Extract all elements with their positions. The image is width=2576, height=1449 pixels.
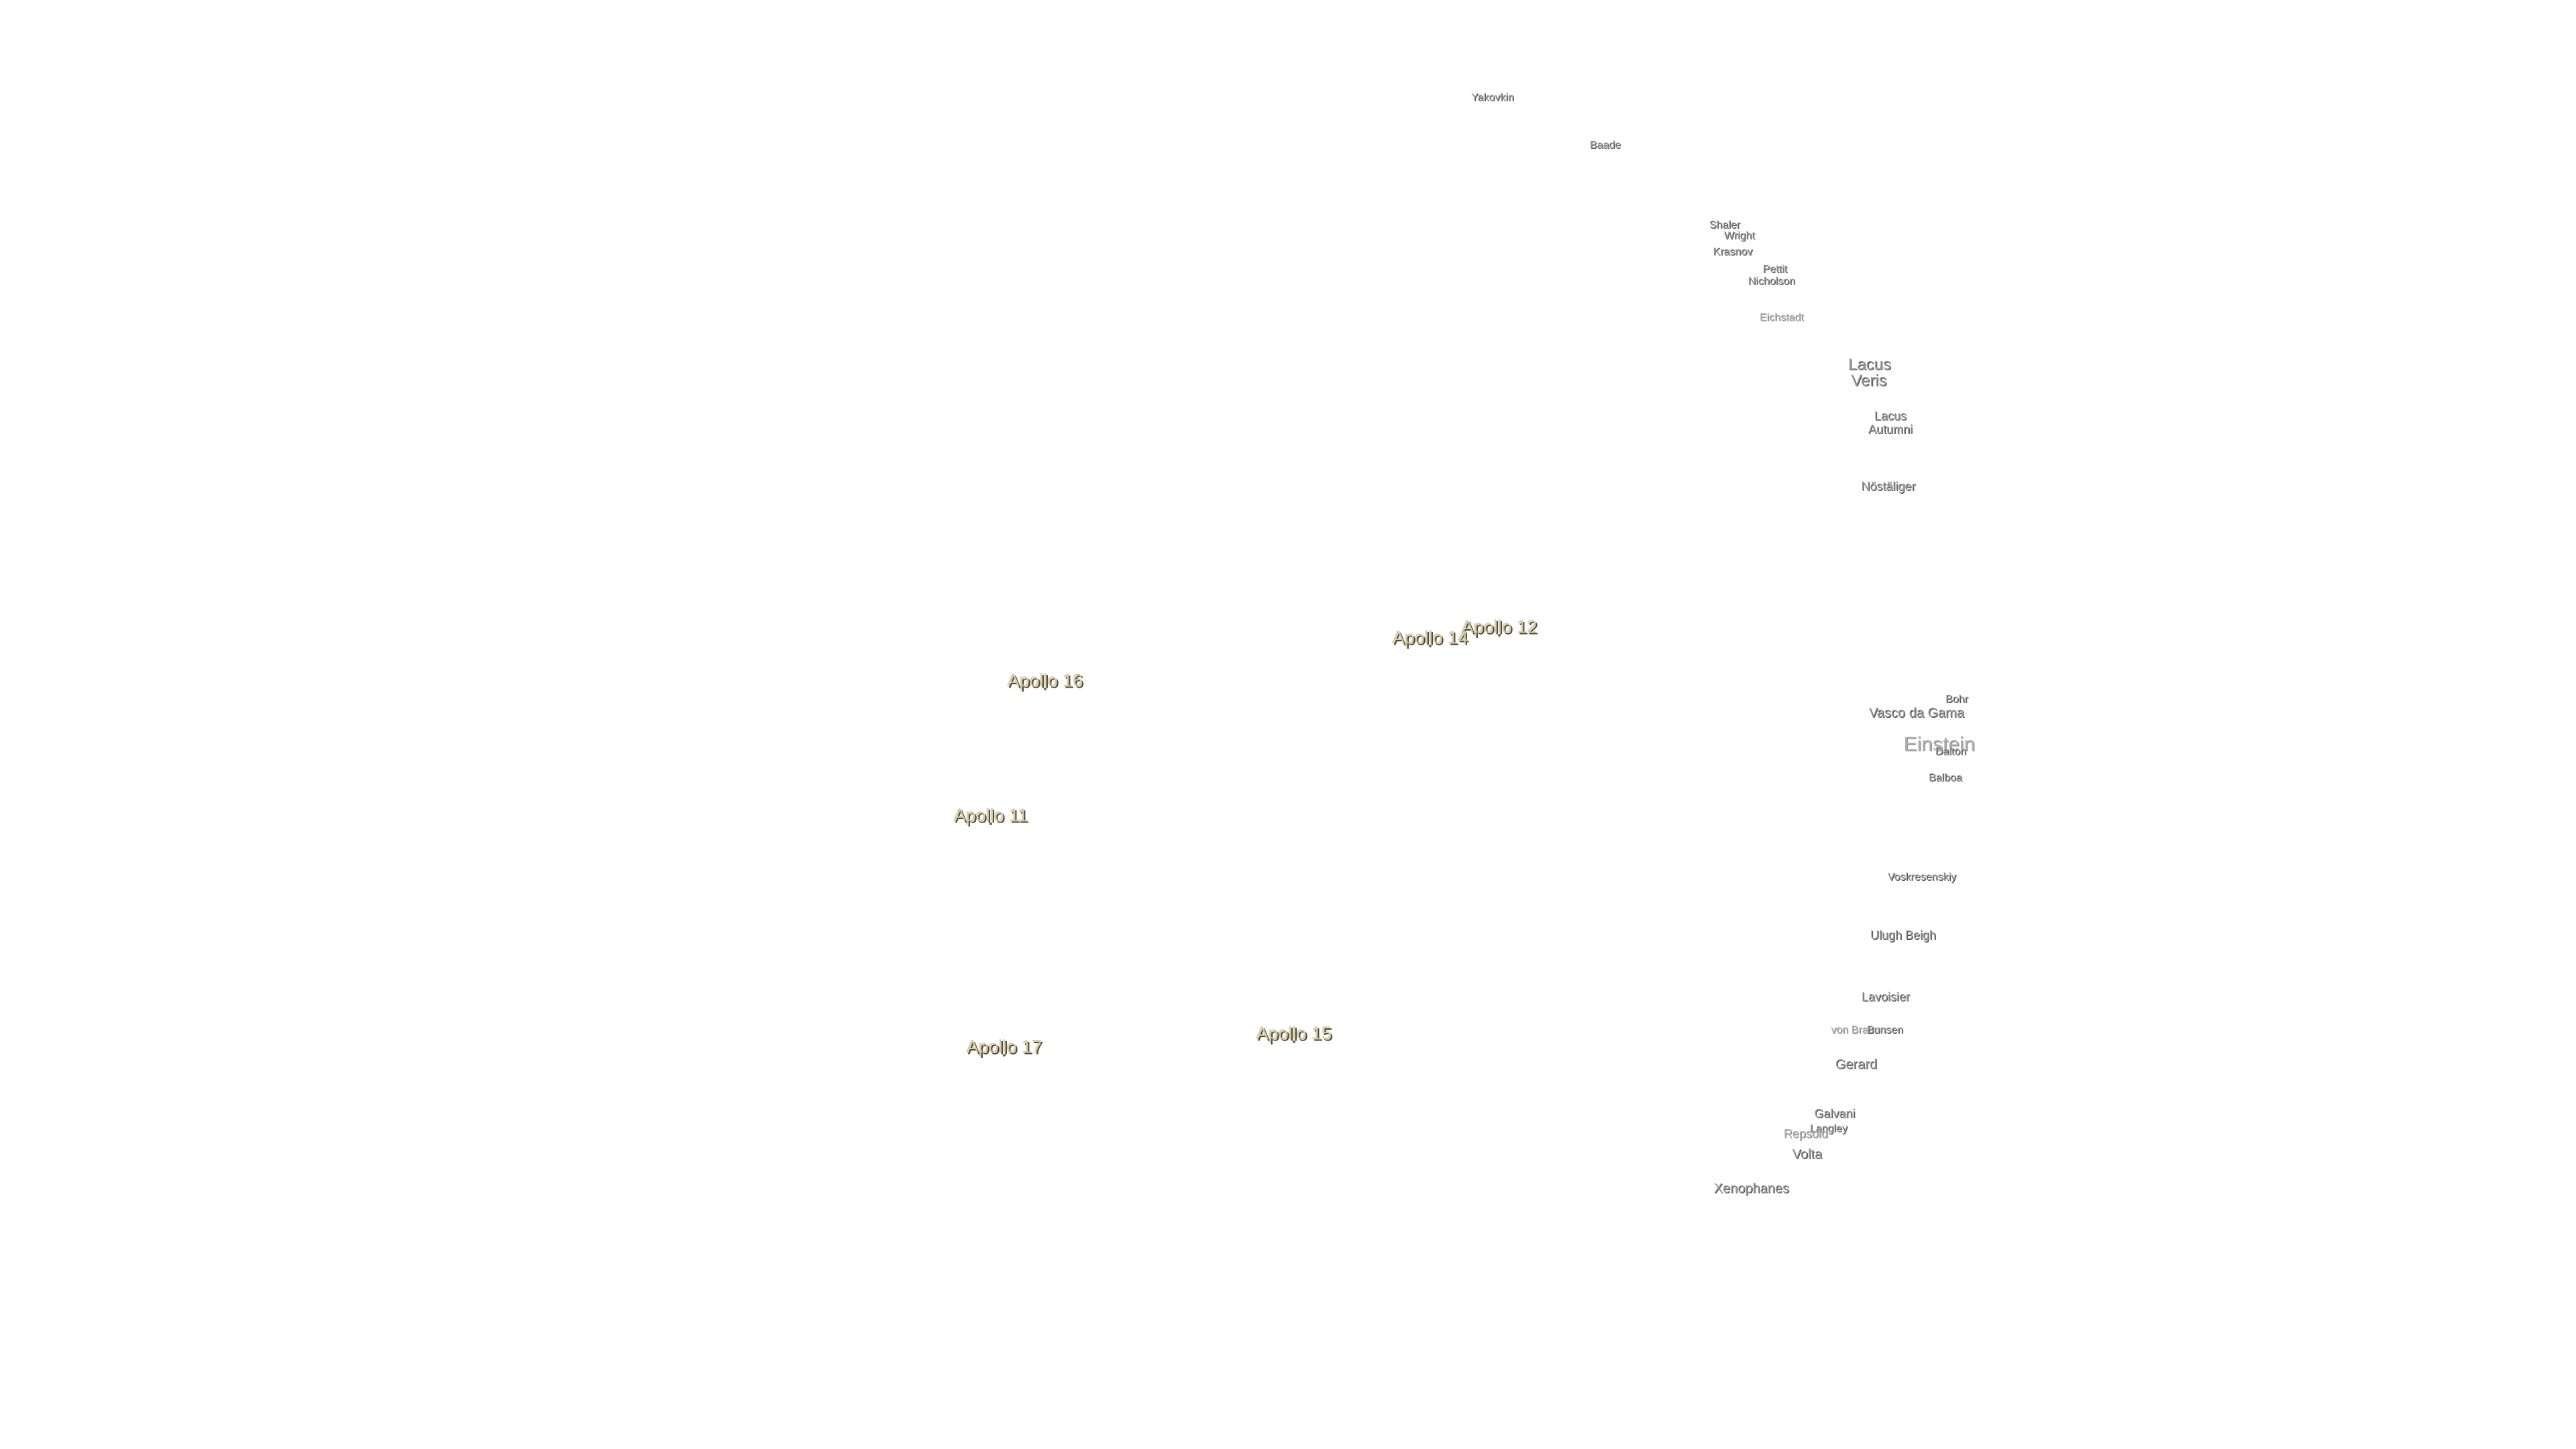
feature-label-ulugh-beigh: Ulugh Beigh <box>1870 928 1937 942</box>
landing-site-marker-apollo-16 <box>1044 688 1046 690</box>
feature-label-pettit: Pettit <box>1762 264 1788 275</box>
feature-label-eichstadt: Eichstadt <box>1760 312 1804 323</box>
feature-label-bohr: Bohr <box>1945 694 1968 705</box>
feature-label-langley: Langley <box>1809 1123 1848 1134</box>
feature-label-xenophanes: Xenophanes <box>1713 1181 1790 1196</box>
feature-label-repsold: Repsold <box>1783 1127 1829 1140</box>
feature-label-dalton: Dalton <box>1935 746 1967 757</box>
feature-label-lacus-autumni-line1: Lacus <box>1874 409 1907 423</box>
landing-site-marker-apollo-15 <box>1293 1040 1295 1043</box>
feature-label-balboa: Balboa <box>1929 772 1962 784</box>
feature-label-lacus-veris-line2: Veris <box>1851 372 1887 390</box>
landing-site-apollo-12[interactable]: Apollo 12 <box>1461 616 1538 637</box>
landing-site-apollo-15[interactable]: Apollo 15 <box>1256 1023 1332 1044</box>
feature-label-einstein: Einstein <box>1903 733 1976 755</box>
landing-site-marker-apollo-11 <box>989 822 992 825</box>
feature-label-nicholson: Nicholson <box>1748 276 1796 287</box>
feature-label-galvani: Galvani <box>1814 1107 1856 1120</box>
landing-site-apollo-17[interactable]: Apollo 17 <box>966 1036 1042 1057</box>
landing-site-marker-apollo-14 <box>1429 645 1432 647</box>
landing-site-marker-apollo-12 <box>1498 634 1501 637</box>
feature-label-gerard: Gerard <box>1835 1057 1878 1072</box>
landing-site-apollo-16[interactable]: Apollo 16 <box>1007 670 1083 691</box>
feature-label-lavoisier: Lavoisier <box>1861 990 1911 1004</box>
feature-label-yakovkin: Yakovkin <box>1471 92 1514 103</box>
feature-label-lacus-veris-line1: Lacus <box>1847 356 1892 374</box>
feature-label-krasnov: Krasnov <box>1713 246 1753 258</box>
feature-label-wright: Wright <box>1724 230 1755 241</box>
landing-site-marker-apollo-17 <box>1003 1054 1006 1057</box>
feature-label-nostaliger: Nöstäliger <box>1861 480 1916 493</box>
feature-label-voskresenskiy: Voskresenskiy <box>1887 871 1957 883</box>
landing-site-apollo-14[interactable]: Apollo 14 <box>1392 627 1468 648</box>
feature-label-lacus-autumni-line2: Autumni <box>1868 423 1913 436</box>
feature-label-vasco-da-gama: Vasco da Gama <box>1869 706 1964 720</box>
feature-label-volta: Volta <box>1792 1147 1823 1162</box>
feature-label-baade: Baade <box>1589 140 1621 151</box>
landing-site-apollo-11[interactable]: Apollo 11 <box>953 805 1028 826</box>
feature-label-bunsen: Bunsen <box>1866 1024 1904 1036</box>
feature-label-von-braun: von Braun <box>1831 1024 1880 1036</box>
feature-label-shaler: Shaler <box>1709 219 1741 231</box>
